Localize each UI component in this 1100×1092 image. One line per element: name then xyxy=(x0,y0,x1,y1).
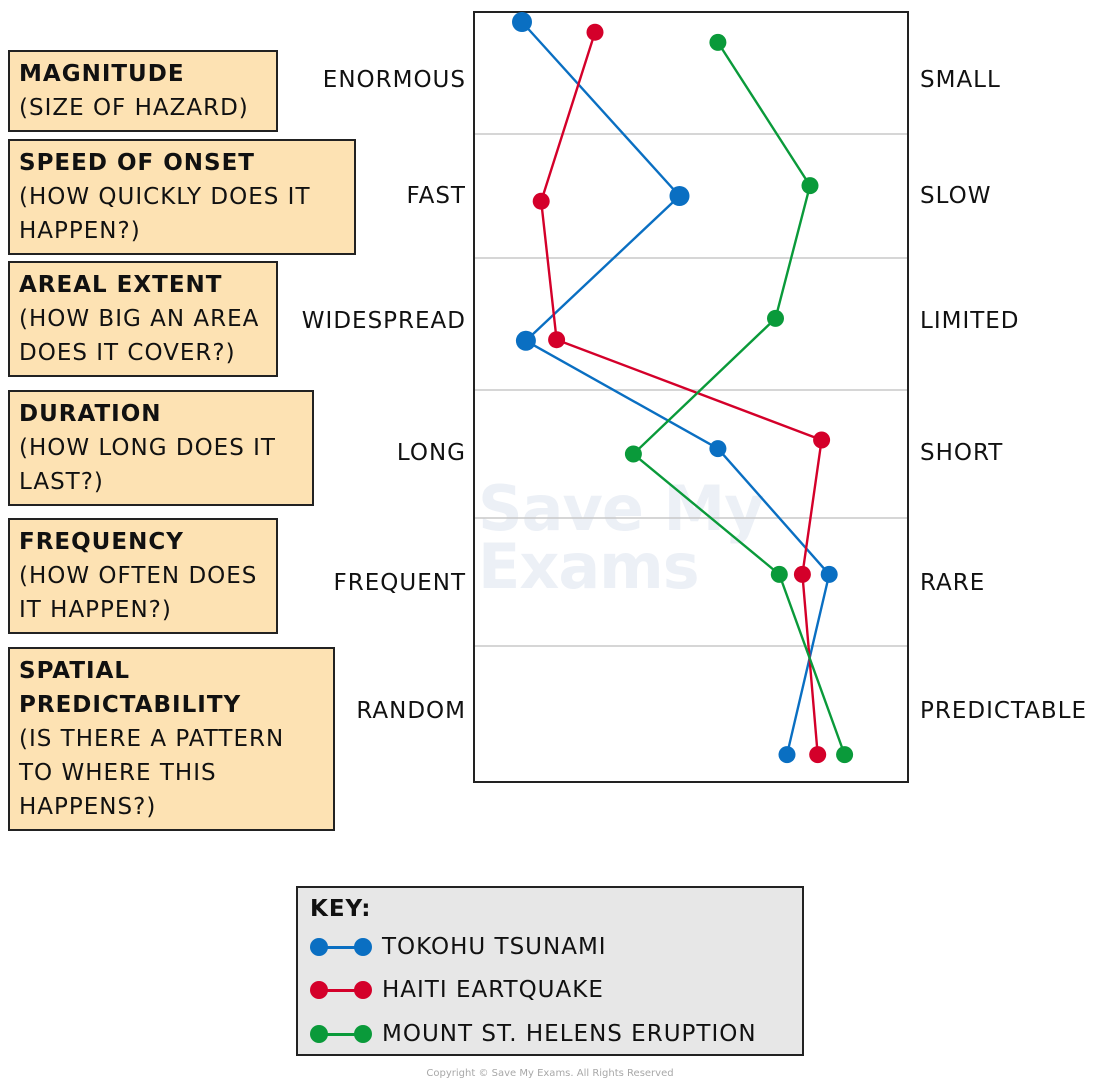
factor-title: MAGNITUDE xyxy=(19,61,185,87)
data-point-series-3 xyxy=(836,746,854,764)
data-point-series-3 xyxy=(770,565,788,583)
data-point-series-3 xyxy=(767,309,784,327)
data-point-series-2 xyxy=(586,23,604,41)
data-point-series-1 xyxy=(515,330,536,351)
data-point-series-1 xyxy=(820,565,838,583)
legend-title: KEY: xyxy=(310,896,372,922)
left-end-label: LONG xyxy=(396,440,466,466)
legend-swatch-line xyxy=(318,1033,364,1036)
data-point-series-2 xyxy=(813,431,831,449)
left-end-label: RANDOM xyxy=(356,698,466,724)
data-point-series-3 xyxy=(801,177,819,195)
left-end-label: ENORMOUS xyxy=(322,67,466,93)
right-end-label: PREDICTABLE xyxy=(920,698,1088,724)
data-point-series-1 xyxy=(669,186,690,206)
legend-label: HAITI EARTQUAKE xyxy=(382,977,604,1003)
watermark-line: Exams xyxy=(478,530,700,603)
data-point-series-3 xyxy=(624,445,642,463)
right-end-label: SLOW xyxy=(920,183,992,209)
legend-item: TOKOHU TSUNAMI xyxy=(310,930,607,964)
factor-desc: (HOW OFTEN DOES IT HAPPEN?) xyxy=(19,563,258,623)
factor-box-speed-of-onset: SPEED OF ONSET (HOW QUICKLY DOES IT HAPP… xyxy=(8,139,356,255)
factor-title: SPEED OF ONSET xyxy=(19,150,255,176)
factor-title: AREAL EXTENT xyxy=(19,272,223,298)
watermark: Save My Exams xyxy=(478,472,765,603)
factor-desc: (HOW BIG AN AREA DOES IT COVER?) xyxy=(19,306,260,366)
series-line-2 xyxy=(540,31,823,755)
legend-swatch-dot xyxy=(310,981,328,999)
factor-box-magnitude: MAGNITUDE (SIZE OF HAZARD) xyxy=(8,50,278,132)
factor-box-spatial-predictability: SPATIAL PREDICTABILITY (IS THERE A PATTE… xyxy=(8,647,335,831)
data-point-series-2 xyxy=(793,565,811,583)
series-line-1 xyxy=(521,21,831,755)
legend-item: MOUNT ST. HELENS ERUPTION xyxy=(310,1017,757,1051)
factor-title: SPATIAL PREDICTABILITY xyxy=(19,658,242,718)
legend-swatch-line xyxy=(318,989,364,992)
factor-title: DURATION xyxy=(19,401,162,427)
data-point-series-1 xyxy=(512,12,532,32)
right-end-label: RARE xyxy=(920,570,986,596)
legend-swatch xyxy=(310,980,372,1000)
data-point-series-3 xyxy=(709,33,727,51)
left-end-label: FAST xyxy=(406,183,466,209)
series-line-3 xyxy=(632,41,846,756)
right-end-label: LIMITED xyxy=(920,308,1020,334)
left-end-label: FREQUENT xyxy=(333,570,466,596)
factor-desc: (HOW LONG DOES IT LAST?) xyxy=(19,435,276,495)
legend-swatch xyxy=(310,1024,372,1044)
factor-box-frequency: FREQUENCY (HOW OFTEN DOES IT HAPPEN?) xyxy=(8,518,278,634)
factor-desc: (HOW QUICKLY DOES IT HAPPEN?) xyxy=(19,184,311,244)
legend-swatch-line xyxy=(318,946,364,949)
factor-desc: (IS THERE A PATTERN TO WHERE THIS HAPPEN… xyxy=(19,726,285,820)
right-end-label: SMALL xyxy=(920,67,1001,93)
legend-swatch-dot xyxy=(354,938,372,956)
factor-box-areal-extent: AREAL EXTENT (HOW BIG AN AREA DOES IT CO… xyxy=(8,261,278,377)
legend-swatch-dot xyxy=(310,938,328,956)
factor-title: FREQUENCY xyxy=(19,529,184,555)
legend-swatch-dot xyxy=(354,981,372,999)
chart-panel xyxy=(473,11,909,783)
legend-swatch-dot xyxy=(354,1025,372,1043)
factor-desc: (SIZE OF HAZARD) xyxy=(19,95,249,121)
legend-swatch xyxy=(310,937,372,957)
legend-item: HAITI EARTQUAKE xyxy=(310,973,604,1007)
data-point-series-1 xyxy=(778,746,796,764)
factor-box-duration: DURATION (HOW LONG DOES IT LAST?) xyxy=(8,390,314,506)
data-point-series-1 xyxy=(709,440,727,458)
right-end-label: SHORT xyxy=(920,440,1004,466)
data-point-series-2 xyxy=(548,331,566,349)
legend-label: TOKOHU TSUNAMI xyxy=(382,934,607,960)
watermark-line: Save My xyxy=(478,472,765,545)
legend: KEY: TOKOHU TSUNAMI HAITI EARTQUAKE MOUNT … xyxy=(296,886,804,1056)
legend-swatch-dot xyxy=(310,1025,328,1043)
legend-label: MOUNT ST. HELENS ERUPTION xyxy=(382,1021,757,1047)
left-end-label: WIDESPREAD xyxy=(301,308,466,334)
data-point-series-2 xyxy=(532,192,550,210)
data-point-series-2 xyxy=(809,746,827,764)
copyright-text: Copyright © Save My Exams. All Rights Re… xyxy=(426,1068,674,1079)
